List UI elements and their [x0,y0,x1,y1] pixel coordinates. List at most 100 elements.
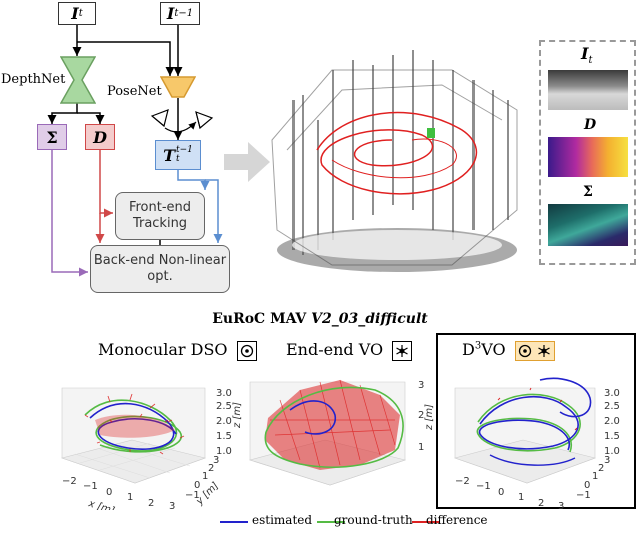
input-current-sub: t [78,8,83,19]
input-prev-label: I [166,4,175,23]
svg-text:3: 3 [213,455,219,466]
backend-optimization-box: Back-end Non-linear opt. [90,245,230,293]
svg-text:−2: −2 [455,476,470,487]
d3vo-panel-frame [436,333,636,509]
depth-label: D [93,127,107,147]
inset-sigma-symbol: Σ [583,184,593,200]
posenet-encoder-icon [160,76,196,98]
pipeline-arrow-icon [224,142,270,182]
svg-text:0: 0 [194,480,200,491]
svg-text:2.0: 2.0 [216,416,232,427]
inset-depth-symbol: D [584,117,597,133]
inset-depth-label: D [584,117,596,133]
svg-text:2: 2 [148,498,154,509]
architecture-arrows [47,25,223,277]
depthnet-hourglass-icon [60,56,96,104]
svg-text:2: 2 [418,410,424,421]
inset-sigma-label: Σ [583,184,593,200]
svg-text:1: 1 [518,492,524,503]
network-icon [392,340,413,361]
svg-text:1: 1 [127,492,133,503]
input-prev-sub: t−1 [174,8,194,19]
panel-title-d3vo-text: D [462,340,475,359]
svg-text:2: 2 [598,463,604,474]
svg-text:0: 0 [498,487,504,498]
legend-ground-truth: ground-truth [334,513,413,527]
panel-title-d3vo-sup: 3 [474,340,482,352]
panel-title-dso: Monocular DSO [98,340,257,361]
figure-title: EuRoC MAV V2_03_difficult [0,311,640,327]
frontend-label: Front-end Tracking [128,200,192,231]
panel-title-d3vo: D3VO [462,340,555,361]
svg-text:−1: −1 [185,490,200,501]
inset-depth-image [548,137,628,177]
svg-text:z [m]: z [m] [424,404,435,431]
legend-estimated-swatch [220,521,248,523]
svg-text:3.0: 3.0 [216,388,232,399]
posenet-label: PoseNet [107,84,162,99]
figure-title-prefix: EuRoC MAV [212,311,312,327]
depthnet-label: DepthNet [1,72,66,87]
svg-text:1.0: 1.0 [604,446,620,457]
svg-text:1.5: 1.5 [216,431,232,442]
svg-text:3: 3 [418,380,424,391]
legend-difference: difference [426,513,488,527]
svg-text:−1: −1 [83,481,98,492]
svg-text:−1: −1 [576,490,591,501]
svg-text:1: 1 [592,471,598,482]
svg-text:2: 2 [208,463,214,474]
pose-sup: t−1 [176,145,193,155]
svg-text:z [m]: z [m] [232,402,243,429]
uncertainty-box: Σ [37,124,67,150]
svg-text:3: 3 [558,501,564,510]
legend-ground-truth-swatch [317,521,345,523]
svg-text:x [m]: x [m] [86,498,116,510]
svg-text:3: 3 [604,455,610,466]
svg-text:2.0: 2.0 [604,416,620,427]
plot-endend: 3 2 1 z [m] [248,379,435,486]
svg-text:3.0: 3.0 [604,388,620,399]
point-cloud-map [271,50,518,272]
input-current-label: I [71,4,79,23]
inset-panel [539,40,636,265]
pose-sub: t [176,154,180,164]
svg-text:3: 3 [169,501,175,510]
legend-estimated: estimated [252,513,313,527]
panel-title-endend-text: End-end VO [286,340,384,359]
inset-image-sub: t [588,55,593,67]
camera-mono-icon [236,340,257,361]
pose-label: T [163,145,175,165]
svg-text:−2: −2 [62,476,77,487]
panel-title-endend: End-end VO [286,340,413,361]
svg-text:1: 1 [202,471,208,482]
svg-text:1.0: 1.0 [216,446,232,457]
svg-text:0: 0 [584,480,590,491]
inset-image-label: It [581,44,593,66]
inset-uncertainty-image [548,204,628,246]
depth-box: D [85,124,115,150]
legend-difference-swatch [412,521,440,523]
svg-text:0: 0 [106,487,112,498]
panel-title-dso-text: Monocular DSO [98,340,228,359]
svg-text:2.5: 2.5 [216,401,232,412]
backend-label: Back-end Non-linear opt. [93,253,227,284]
network-icon [538,344,550,357]
svg-text:−1: −1 [476,481,491,492]
figure-title-sequence: V2_03_difficult [311,311,428,327]
inset-rgb-image [548,70,628,110]
mono-network-badge [514,340,555,361]
svg-text:2.5: 2.5 [604,401,620,412]
svg-text:2: 2 [538,498,544,509]
frontend-tracking-box: Front-end Tracking [115,192,205,240]
sigma-label: Σ [46,127,58,147]
svg-text:1.5: 1.5 [604,431,620,442]
camera-mono-icon [519,344,532,357]
inset-image-symbol: I [581,44,589,63]
svg-text:1: 1 [418,442,424,453]
